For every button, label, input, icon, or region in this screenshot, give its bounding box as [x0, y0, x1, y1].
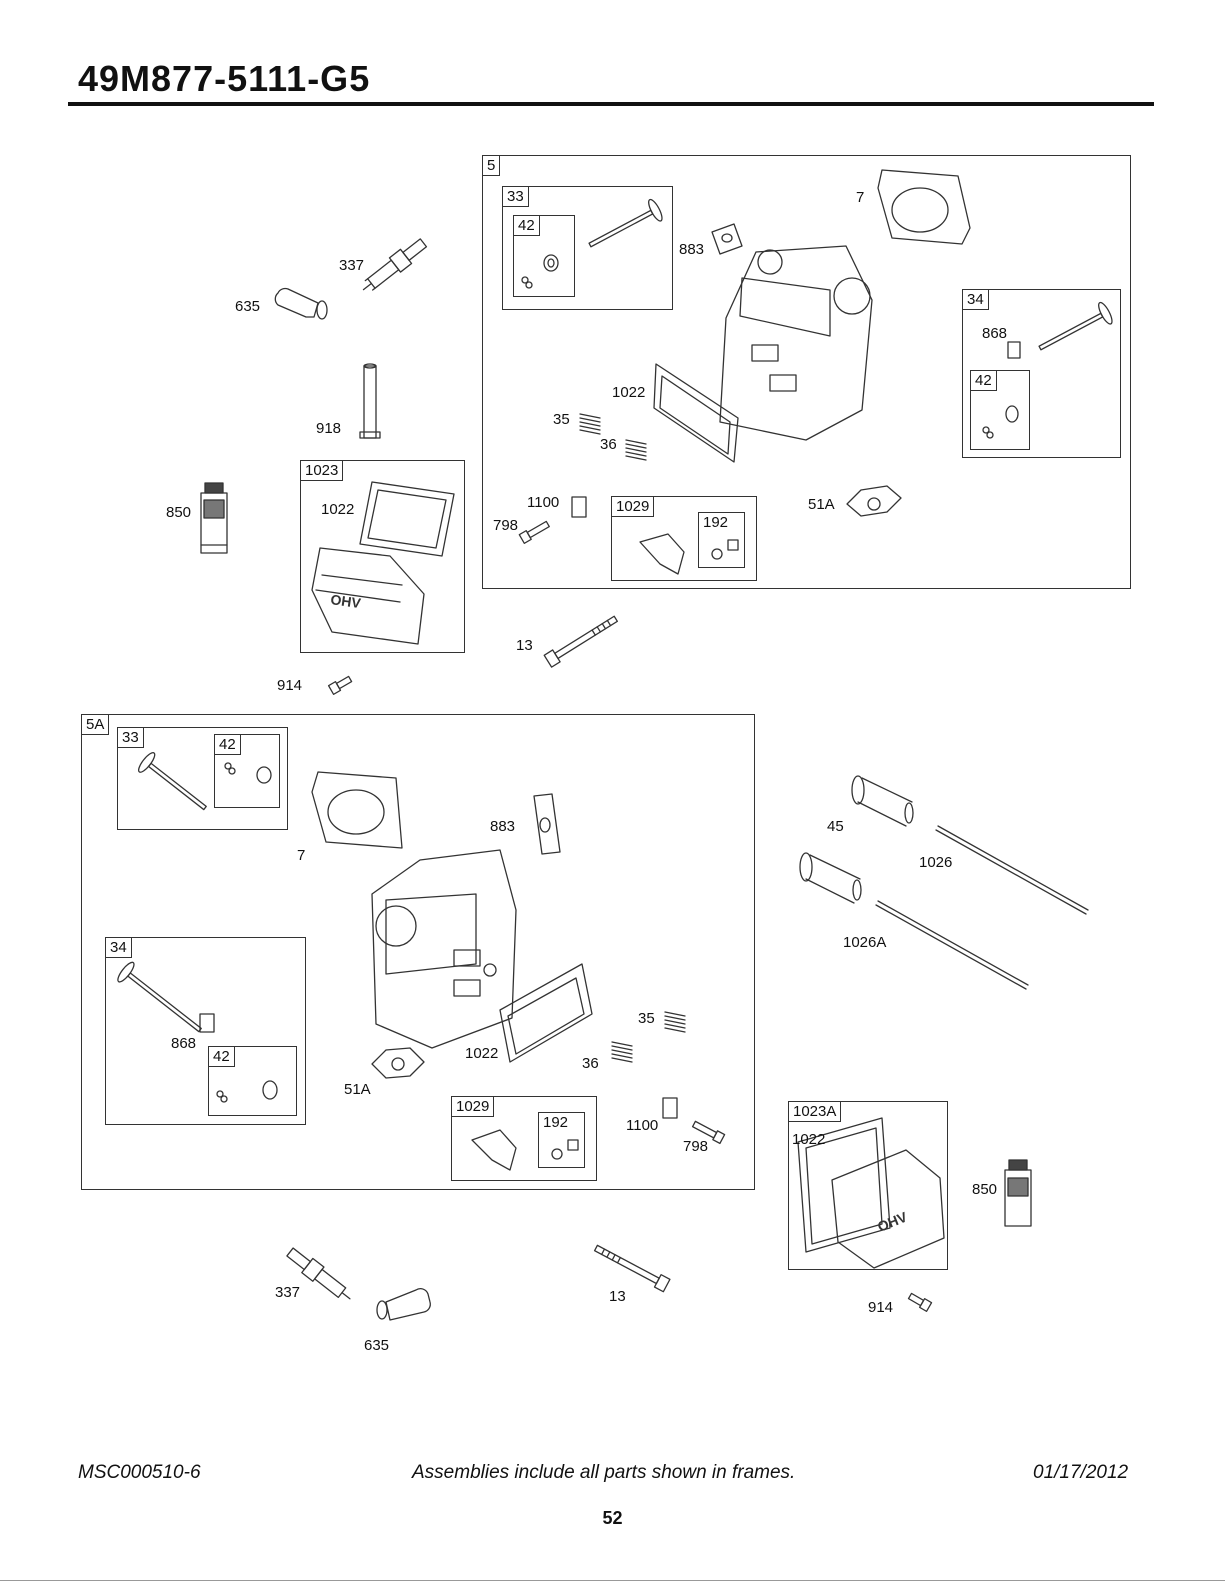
part-label: 883 [490, 818, 515, 835]
breather-gasket-icon [847, 486, 901, 516]
exhaust-valve-icon [1034, 301, 1114, 359]
footer-note: Assemblies include all parts shown in fr… [412, 1462, 795, 1484]
exhaust-gasket-icon [712, 224, 742, 254]
rocker-guide-icon [663, 1098, 677, 1118]
part-label: 1022 [465, 1045, 498, 1062]
valve-spring-icon [626, 440, 646, 460]
head-gasket-icon [312, 772, 402, 848]
cylinder-head-icon [720, 246, 872, 440]
part-label: 51A [808, 496, 835, 513]
part-label: 850 [972, 1181, 997, 1198]
head-bolt-icon [544, 613, 619, 667]
valve-rotator-icon [1008, 342, 1020, 358]
cover-gasket-icon [360, 482, 454, 556]
keepers-icon [983, 427, 993, 438]
part-label: 850 [166, 504, 191, 521]
valve-spring-icon [665, 1012, 685, 1032]
valve-cover-icon: OHV [312, 548, 424, 644]
part-label: 798 [683, 1138, 708, 1155]
head-bolt-icon [593, 1242, 670, 1292]
spark-plug-boot-icon [377, 1289, 430, 1320]
rocker-nut-icon [712, 549, 722, 559]
screw-icon [908, 1292, 932, 1312]
keepers-icon [522, 277, 532, 288]
part-label: 1022 [792, 1131, 825, 1148]
keepers-icon [217, 1091, 227, 1102]
part-label: 7 [856, 189, 864, 206]
part-label: 914 [277, 677, 302, 694]
spark-plug-icon [358, 236, 429, 297]
exhaust-valve-icon [115, 960, 207, 1039]
tappet-icon [800, 853, 861, 903]
spark-plug-boot-icon [275, 288, 327, 319]
part-label: 1022 [612, 384, 645, 401]
push-rod-icon [876, 901, 1028, 989]
breather-tube-icon [360, 364, 380, 438]
part-label: 1100 [626, 1117, 658, 1134]
part-label: 35 [638, 1010, 655, 1027]
part-label: 1026A [843, 934, 886, 951]
bottom-divider [0, 1580, 1225, 1581]
part-label: 7 [297, 847, 305, 864]
document-code: MSC000510-6 [78, 1462, 201, 1484]
part-label: 13 [516, 637, 533, 654]
part-label: 1026 [919, 854, 952, 871]
exhaust-gasket-icon [534, 794, 560, 854]
part-label: 36 [582, 1055, 599, 1072]
svg-text:OHV: OHV [330, 591, 363, 611]
part-label: 635 [235, 298, 260, 315]
push-rod-icon [936, 826, 1088, 914]
rocker-arm-icon [640, 534, 684, 574]
breather-gasket-icon [372, 1048, 424, 1078]
document-date: 01/17/2012 [1033, 1462, 1128, 1484]
valve-seal-icon [257, 767, 271, 783]
valve-spring-icon [580, 414, 600, 434]
rocker-guide-icon [572, 497, 586, 517]
part-label: 798 [493, 517, 518, 534]
valve-spring-icon [612, 1042, 632, 1062]
valve-seal-icon [263, 1081, 277, 1099]
part-label: 868 [171, 1035, 196, 1052]
sealant-tube-icon [201, 483, 227, 553]
rocker-nut-icon [552, 1149, 562, 1159]
sealant-tube-icon [1005, 1160, 1031, 1226]
part-label: 1100 [527, 494, 559, 511]
part-label: 51A [344, 1081, 371, 1098]
cylinder-head-icon [372, 850, 516, 1048]
valve-seal-icon [544, 255, 558, 271]
rocker-stud-icon [519, 520, 550, 544]
tappet-icon [852, 776, 913, 826]
part-label: 337 [275, 1284, 300, 1301]
rocker-arm-icon [472, 1130, 516, 1170]
part-label: 883 [679, 241, 704, 258]
intake-valve-icon [584, 198, 664, 256]
part-label: 337 [339, 257, 364, 274]
part-label: 35 [553, 411, 570, 428]
keepers-icon [225, 763, 235, 774]
part-label: 45 [827, 818, 844, 835]
rocker-gasket-icon [654, 364, 738, 462]
part-label: 635 [364, 1337, 389, 1354]
part-label: 868 [982, 325, 1007, 342]
svg-text:OHV: OHV [875, 1208, 910, 1234]
screw-icon [329, 675, 353, 695]
part-label: 914 [868, 1299, 893, 1316]
part-label: 36 [600, 436, 617, 453]
valve-seal-icon [1006, 406, 1018, 422]
page-number: 52 [0, 1508, 1225, 1529]
intake-valve-icon [136, 751, 212, 818]
part-label: 1022 [321, 501, 354, 518]
valve-rotator-icon [200, 1014, 214, 1032]
part-label: 918 [316, 420, 341, 437]
part-label: 13 [609, 1288, 626, 1305]
